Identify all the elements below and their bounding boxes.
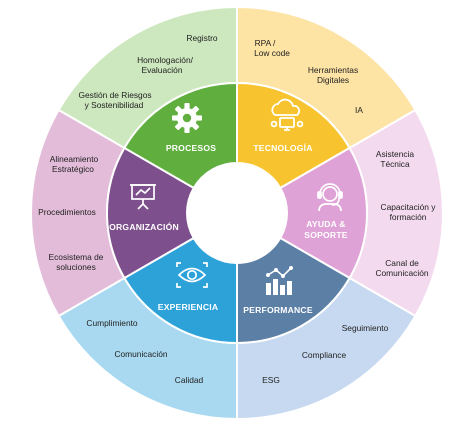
label-organizacion: ORGANIZACIÓN bbox=[109, 221, 179, 232]
cloud-computer-icon bbox=[270, 98, 304, 131]
outer-label-canal: Canal de bbox=[385, 258, 419, 268]
outer-label-soluciones: soluciones bbox=[56, 262, 96, 272]
eye-icon bbox=[176, 262, 208, 288]
center-hole bbox=[187, 163, 287, 263]
support-agent-icon bbox=[317, 183, 343, 212]
outer-label-capacitacion: Capacitación y bbox=[381, 202, 437, 212]
outer-label-sostenibilidad: y Sostenibilidad bbox=[85, 100, 144, 110]
outer-label-calidad: Calidad bbox=[175, 375, 204, 385]
outer-label-comunicacion: Comunicación bbox=[114, 349, 167, 359]
outer-label-seguimiento: Seguimiento bbox=[342, 323, 389, 333]
outer-label-asistencia: Asistencia bbox=[376, 149, 415, 159]
outer-label-digitales: Digitales bbox=[317, 75, 349, 85]
label-experiencia: EXPERIENCIA bbox=[158, 302, 218, 312]
outer-label-low-code: Low code bbox=[254, 48, 290, 58]
outer-label-ecosistema: Ecosistema de bbox=[49, 252, 104, 262]
outer-labels-ayuda: Asistencia Técnica Capacitación y formac… bbox=[375, 149, 436, 278]
outer-label-cumplimiento: Cumplimiento bbox=[86, 318, 138, 328]
outer-label-alineamiento: Alineamiento bbox=[50, 154, 99, 164]
segment-labels: PROCESOS TECNOLOGÍA AYUDA & SOPORTE PERF… bbox=[109, 143, 347, 315]
outer-labels-experiencia: Cumplimiento Comunicación Calidad bbox=[86, 318, 203, 385]
outer-label-procedimientos: Procedimientos bbox=[38, 207, 96, 217]
outer-ring bbox=[30, 5, 444, 421]
outer-label-comunicacion-canal: Comunicación bbox=[375, 268, 428, 278]
outer-labels-procesos: Registro Homologación/ Evaluación Gestió… bbox=[78, 33, 217, 110]
outer-label-esg: ESG bbox=[262, 375, 280, 385]
outer-label-tecnica: Técnica bbox=[380, 159, 410, 169]
outer-labels-tecnologia: RPA / Low code Herramientas Digitales IA bbox=[254, 38, 363, 115]
outer-label-homologacion: Homologación/ bbox=[137, 55, 194, 65]
label-tecnologia: TECNOLOGÍA bbox=[253, 143, 312, 153]
gear-icon bbox=[172, 103, 202, 133]
outer-label-ia: IA bbox=[355, 105, 363, 115]
outer-label-compliance: Compliance bbox=[302, 350, 347, 360]
performance-chart-icon bbox=[266, 266, 293, 295]
outer-label-estrategico: Estratégico bbox=[52, 164, 94, 174]
label-soporte: SOPORTE bbox=[304, 230, 347, 240]
label-procesos: PROCESOS bbox=[166, 143, 216, 153]
outer-label-formacion: formación bbox=[390, 212, 427, 222]
outer-labels-organizacion: Alineamiento Estratégico Procedimientos … bbox=[38, 154, 104, 272]
outer-label-evaluacion: Evaluación bbox=[142, 65, 183, 75]
presentation-board-icon bbox=[130, 184, 156, 210]
outer-label-gestion-riesgos: Gestión de Riesgos bbox=[78, 90, 151, 100]
outer-label-rpa: RPA / bbox=[255, 38, 276, 48]
outer-label-herramientas: Herramientas bbox=[308, 65, 358, 75]
outer-label-registro: Registro bbox=[186, 33, 218, 43]
label-ayuda: AYUDA & bbox=[306, 219, 345, 229]
outer-labels-performance: Seguimiento Compliance ESG bbox=[262, 323, 388, 385]
label-performance: PERFORMANCE bbox=[243, 305, 313, 315]
